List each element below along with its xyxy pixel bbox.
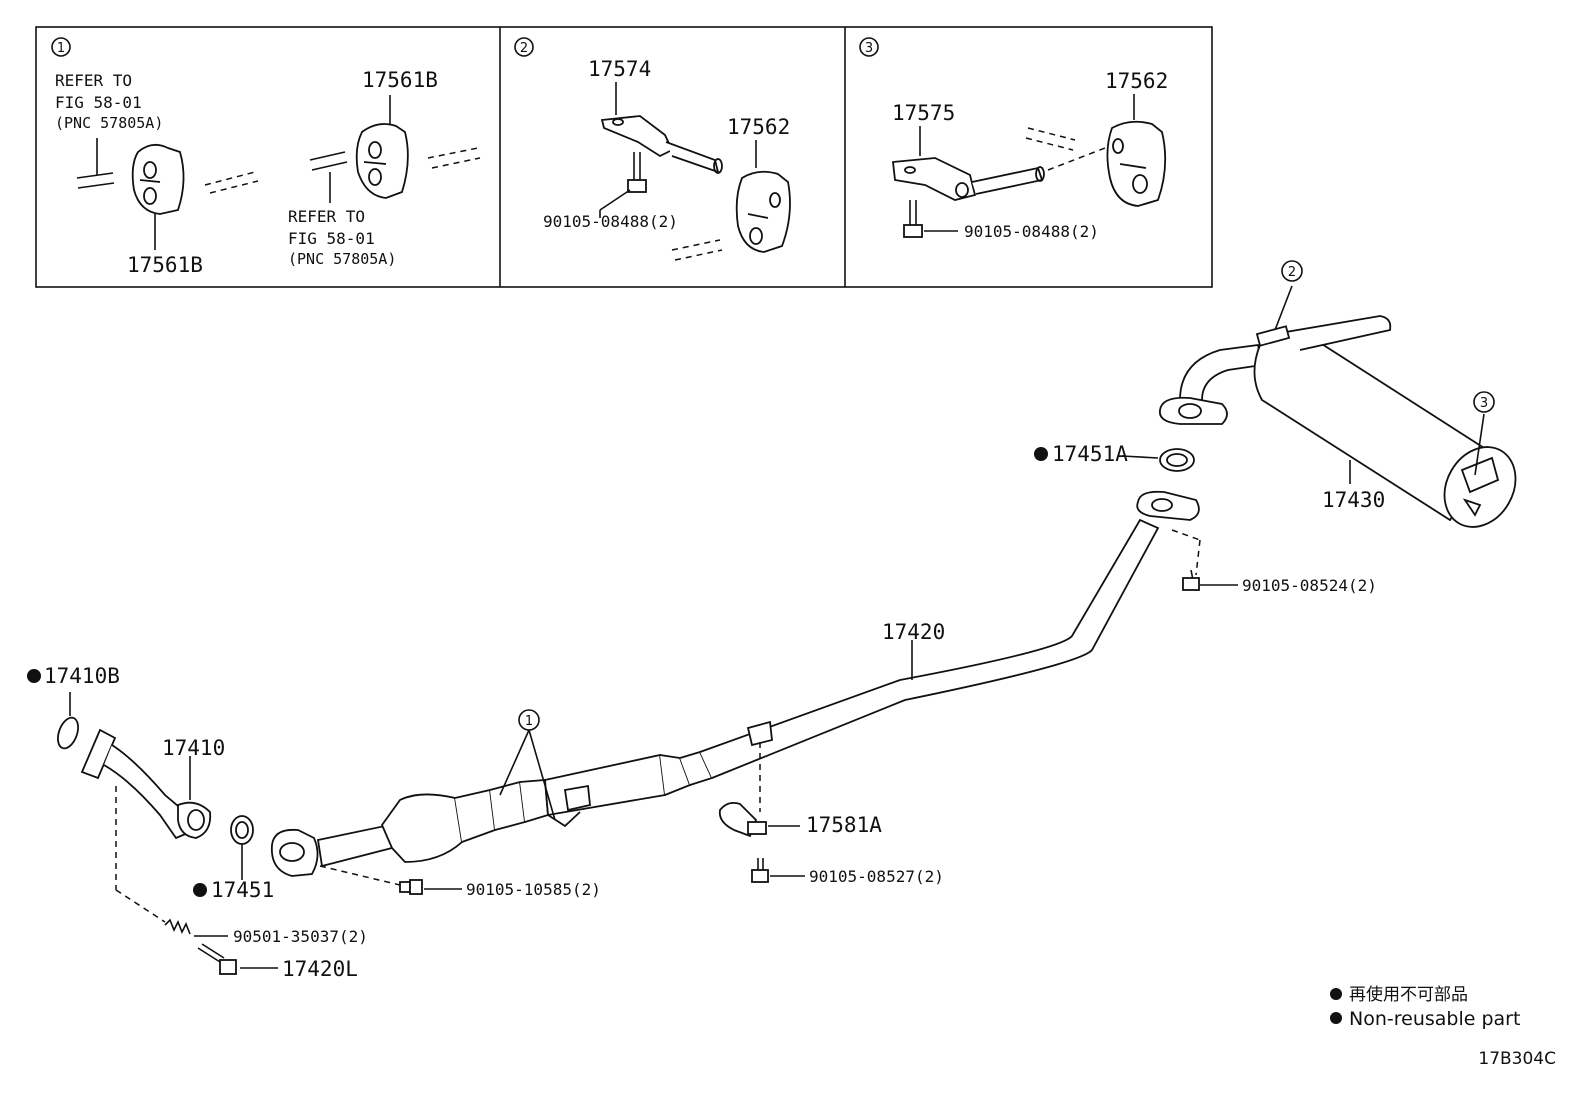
legend-en: Non-reusable part [1349,1008,1520,1030]
bolt-90105-08527 [751,858,769,883]
label-90105-08524: 90105-08524(2) [1242,576,1377,595]
rubber-mount-17561b-lower [131,143,185,215]
bolt-90105-08524 [1182,569,1200,591]
inset-2-number: 2 [520,41,528,56]
rubber-hanger-17562-inset-3 [1106,120,1167,207]
label-17410b: 17410B [44,664,120,688]
rubber-mount-17561b-upper [355,123,409,199]
inset-2-hanger-label: 17562 [727,115,790,139]
clamp-17581a [718,801,767,838]
label-90105-08527: 90105-08527(2) [809,867,944,886]
legend: 再使用不可部品 Non-reusable part [1330,984,1520,1030]
center-exhaust-pipe-17420 [270,490,1200,877]
inset-1-refer-a-line3: (PNC 57805A) [55,114,163,132]
bolt-inset-2 [627,152,647,193]
label-17451a: 17451A [1052,442,1128,466]
inset-2-bracket-label: 17574 [588,57,651,81]
inset-3-number: 3 [865,41,873,56]
bolt-90105-10585 [399,879,423,895]
rubber-hanger-17562-inset-2 [735,170,791,253]
inset-2-bolt-label: 90105-08488(2) [543,212,678,231]
bracket-17574 [600,115,723,174]
label-17410: 17410 [162,736,225,760]
gasket-17410b [57,716,79,750]
gasket-17451 [230,815,254,845]
inset-1-refer-a-line1: REFER TO [55,71,132,90]
bolt-17420l [197,943,237,975]
pipe-stub-left [76,172,115,189]
label-17451: 17451 [211,878,274,902]
inset-1: 1 REFER TO FIG 58-01 (PNC 57805A) 17561B… [51,37,481,277]
inset-3-bolt-label: 90105-08488(2) [964,222,1099,241]
label-17420: 17420 [882,620,945,644]
figure-code: 17B304C [1478,1049,1556,1069]
pipe-stub-middle [309,151,348,171]
gasket-17451a [1159,448,1195,472]
label-17581a: 17581A [806,813,882,837]
inset-1-part-top: 17561B [362,68,438,92]
label-17430: 17430 [1322,488,1385,512]
spring-90501-35037 [164,918,191,935]
inset-1-refer-b-line2: FIG 58-01 [288,229,375,248]
inset-1-refer-b-line1: REFER TO [288,207,365,226]
inset-3: 3 17575 90105-08488(2) 17562 [859,37,1168,241]
inset-frame [35,26,1213,288]
callout-3: 3 [1480,396,1488,411]
bracket-17575 [892,157,1045,201]
front-exhaust-pipe-17410 [80,728,212,840]
callout-1: 1 [525,714,533,729]
bolt-inset-3 [903,200,923,238]
label-90105-10585: 90105-10585(2) [466,880,601,899]
inset-1-refer-b-line3: (PNC 57805A) [288,250,396,268]
callout-2: 2 [1288,265,1296,280]
label-17420l: 17420L [282,957,358,981]
legend-jp: 再使用不可部品 [1349,984,1468,1005]
inset-1-refer-a-line2: FIG 58-01 [55,93,142,112]
inset-3-hanger-label: 17562 [1105,69,1168,93]
inset-3-bracket-label: 17575 [892,101,955,125]
inset-1-number: 1 [57,41,65,56]
inset-2: 2 17574 90105-08488(2) 17562 [514,37,791,261]
inset-1-part-bottom: 17561B [127,253,203,277]
tailpipe-muffler-17430 [1158,315,1517,528]
label-90501-35037: 90501-35037(2) [233,927,368,946]
